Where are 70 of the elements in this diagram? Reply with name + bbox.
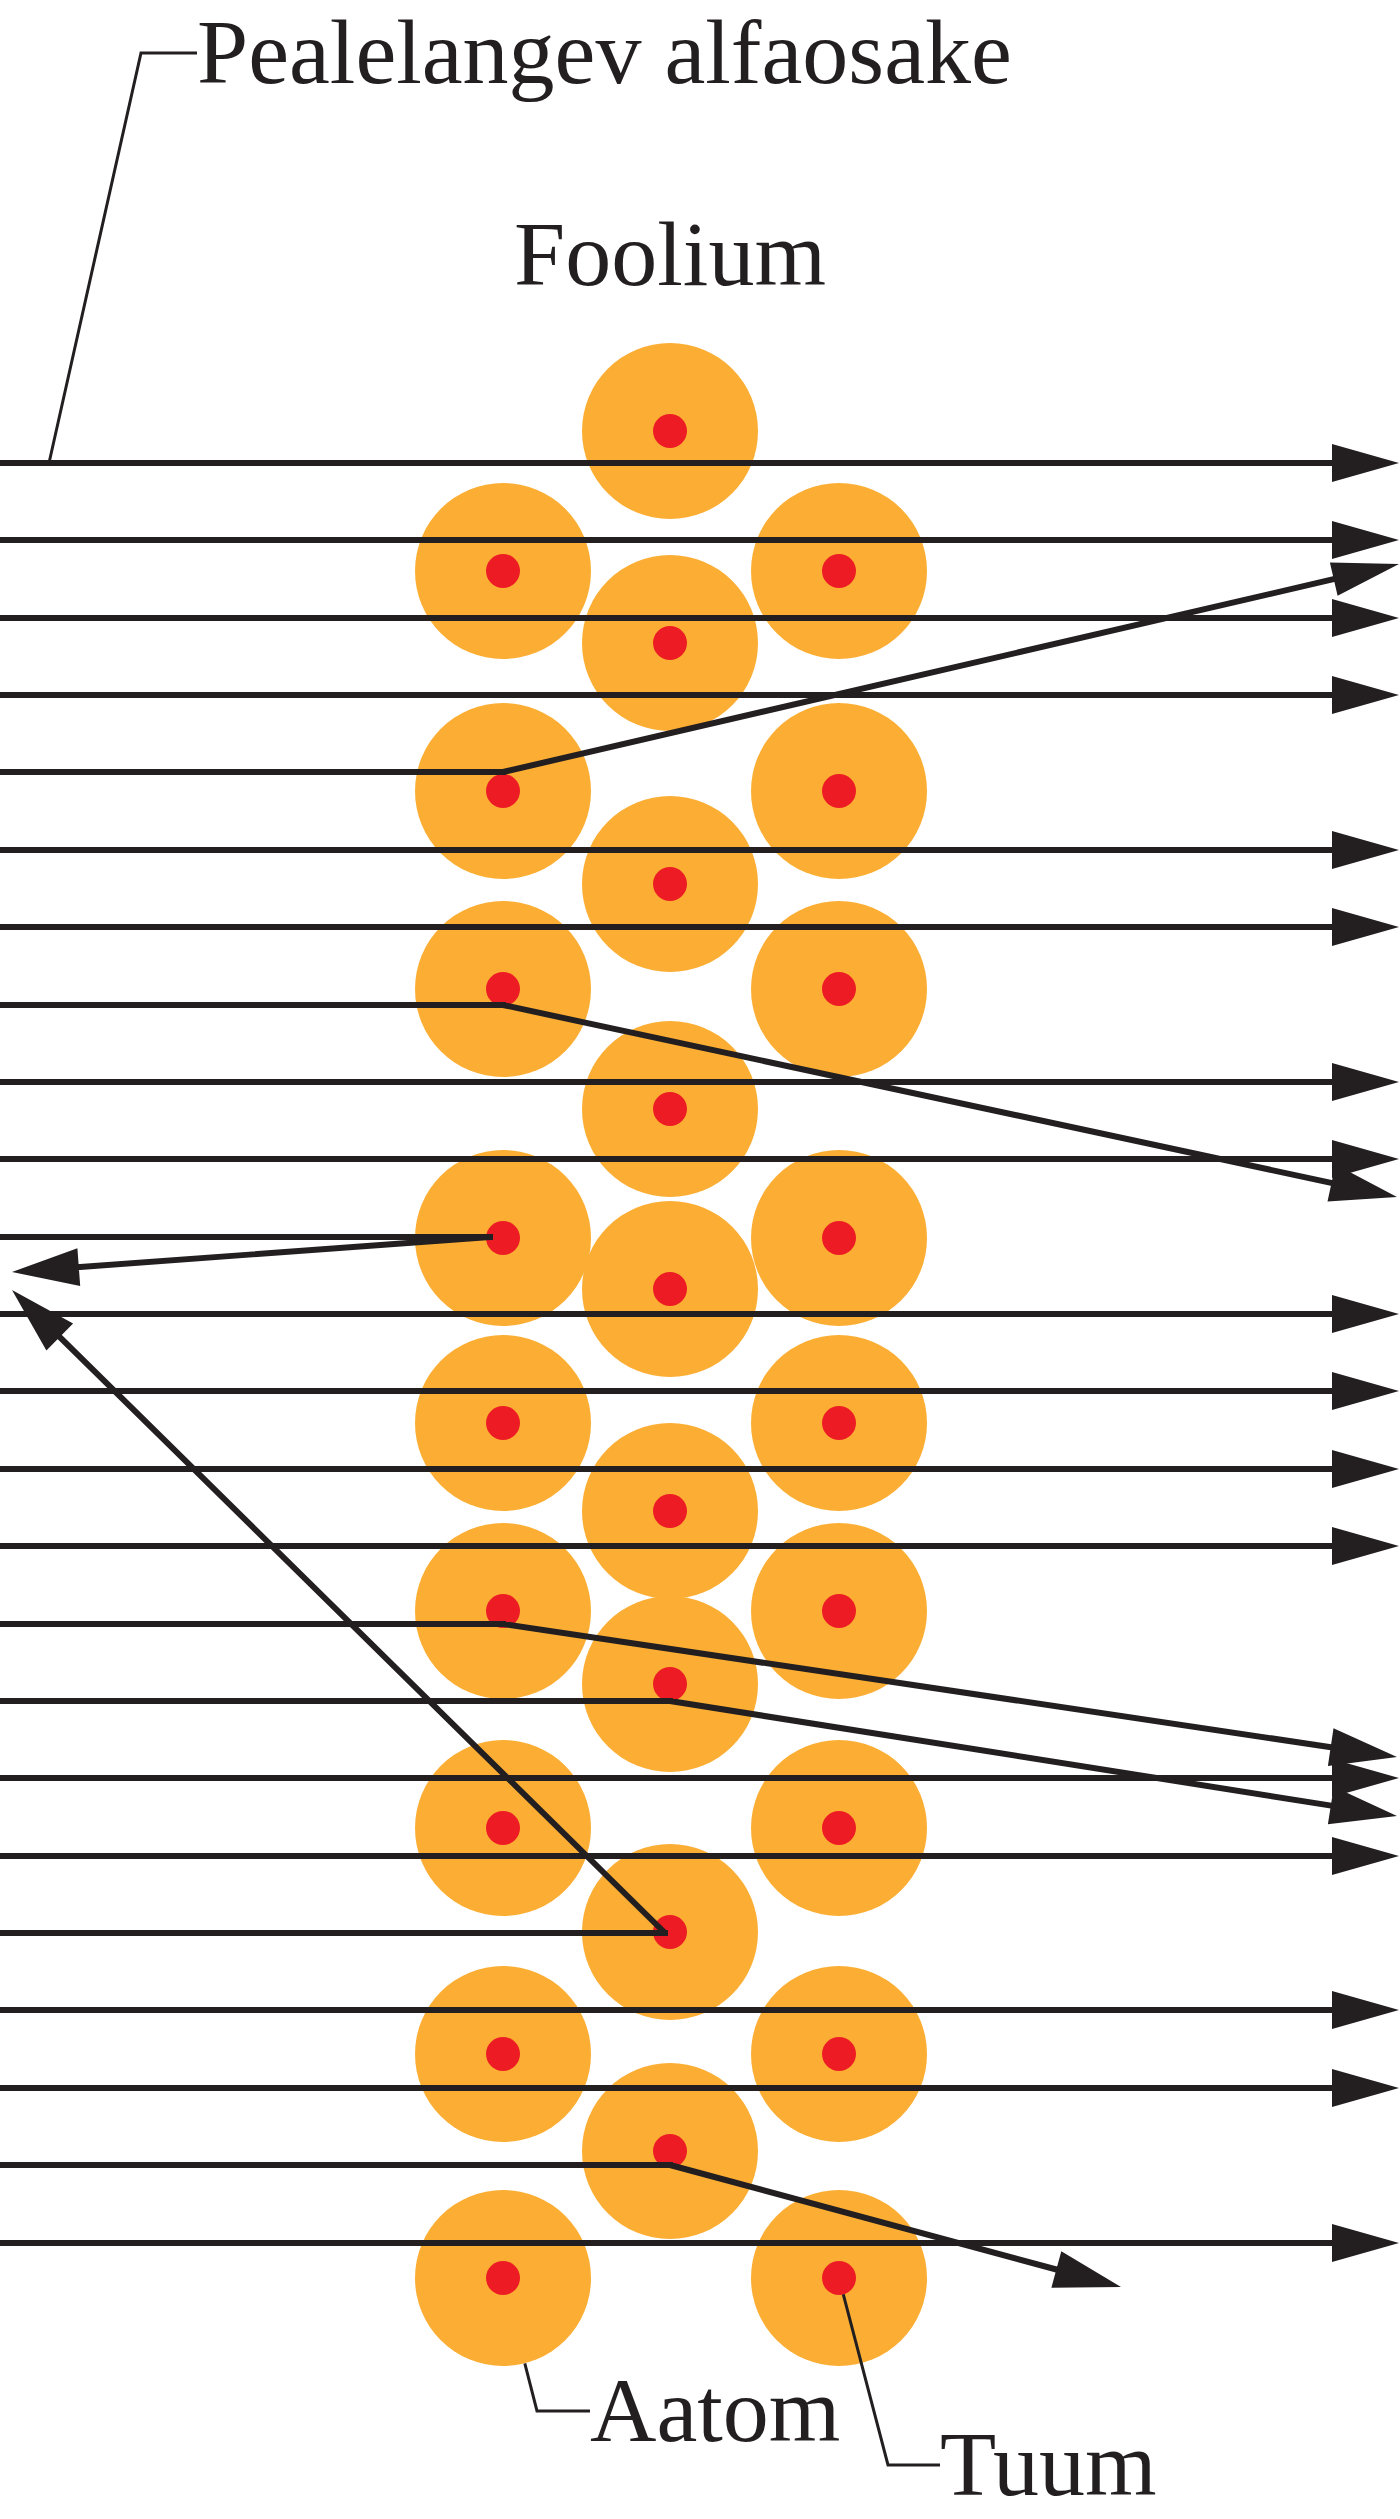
nucleus-dot bbox=[822, 1406, 856, 1440]
nucleus-dot bbox=[822, 2261, 856, 2295]
trajectory-arrow bbox=[0, 1527, 1399, 1565]
atom-circle bbox=[751, 1150, 927, 1326]
trajectory-arrow bbox=[0, 1002, 1397, 1202]
nucleus-dot bbox=[486, 2037, 520, 2071]
nucleus-dot bbox=[486, 774, 520, 808]
atom-circle bbox=[751, 1966, 927, 2142]
nucleus-dot bbox=[653, 626, 687, 660]
atom-circle bbox=[751, 901, 927, 1077]
nucleus-dot bbox=[822, 2037, 856, 2071]
trajectory-arrow bbox=[0, 1234, 493, 1287]
nucleus-dot bbox=[653, 1272, 687, 1306]
trajectory-arrow bbox=[0, 1290, 668, 1936]
trajectory-arrow bbox=[0, 1621, 1397, 1766]
nucleus-dot bbox=[822, 1594, 856, 1628]
atom-circle bbox=[415, 1966, 591, 2142]
leader-line bbox=[841, 2294, 940, 2467]
atom-circle bbox=[582, 343, 758, 519]
atom-circle bbox=[582, 1423, 758, 1599]
atom-circle bbox=[751, 1335, 927, 1511]
trajectory-arrow bbox=[0, 562, 1399, 775]
trajectory-arrow bbox=[0, 2162, 1121, 2288]
trajectory-arrow bbox=[0, 2224, 1399, 2262]
nucleus-dot bbox=[822, 972, 856, 1006]
callout-label: Pealelangev alfaosake bbox=[197, 0, 1012, 106]
atom-circle bbox=[415, 703, 591, 879]
atom-circle bbox=[582, 796, 758, 972]
nucleus-dot bbox=[653, 867, 687, 901]
nucleus-dot bbox=[486, 1221, 520, 1255]
nucleus-dot bbox=[653, 1494, 687, 1528]
trajectory-arrow bbox=[0, 1450, 1399, 1488]
atom-circle bbox=[751, 1740, 927, 1916]
trajectory-arrow bbox=[0, 908, 1399, 946]
nucleus-dot bbox=[653, 1667, 687, 1701]
atom-circle bbox=[582, 1596, 758, 1772]
nucleus-dot bbox=[822, 774, 856, 808]
atom-circle bbox=[751, 483, 927, 659]
atom-circle bbox=[415, 1150, 591, 1326]
nucleus-dot bbox=[486, 554, 520, 588]
callout-label: Aatom bbox=[590, 2358, 841, 2464]
nucleus-dot bbox=[486, 1811, 520, 1845]
atom-circle bbox=[751, 2190, 927, 2366]
nucleus-dot bbox=[653, 414, 687, 448]
leader-line bbox=[523, 2362, 590, 2413]
trajectory-arrow bbox=[0, 521, 1399, 559]
trajectory-arrow bbox=[0, 1698, 1397, 1825]
atom-circle bbox=[415, 483, 591, 659]
trajectory-arrow bbox=[0, 1372, 1399, 1410]
nucleus-dot bbox=[486, 2261, 520, 2295]
atom-circle bbox=[582, 2063, 758, 2239]
nucleus-dot bbox=[822, 1221, 856, 1255]
atom-circle bbox=[415, 901, 591, 1077]
atom-circle bbox=[415, 2190, 591, 2366]
nucleus-dot bbox=[822, 554, 856, 588]
trajectory-arrow bbox=[0, 2069, 1399, 2107]
nucleus-dot bbox=[653, 1092, 687, 1126]
atom-circle bbox=[751, 1523, 927, 1699]
nucleus-dot bbox=[486, 972, 520, 1006]
nucleus-dot bbox=[822, 1811, 856, 1845]
trajectory-arrow bbox=[0, 444, 1399, 482]
nucleus-dot bbox=[486, 1406, 520, 1440]
trajectory-arrow bbox=[0, 1991, 1399, 2029]
trajectory-arrow bbox=[0, 1295, 1399, 1333]
atom-circle bbox=[582, 1201, 758, 1377]
callout-label: Tuum bbox=[940, 2412, 1157, 2518]
trajectory-arrow bbox=[0, 1837, 1399, 1875]
trajectory-arrow bbox=[0, 831, 1399, 869]
atom-circle bbox=[751, 703, 927, 879]
text-label: Foolium bbox=[514, 202, 826, 307]
